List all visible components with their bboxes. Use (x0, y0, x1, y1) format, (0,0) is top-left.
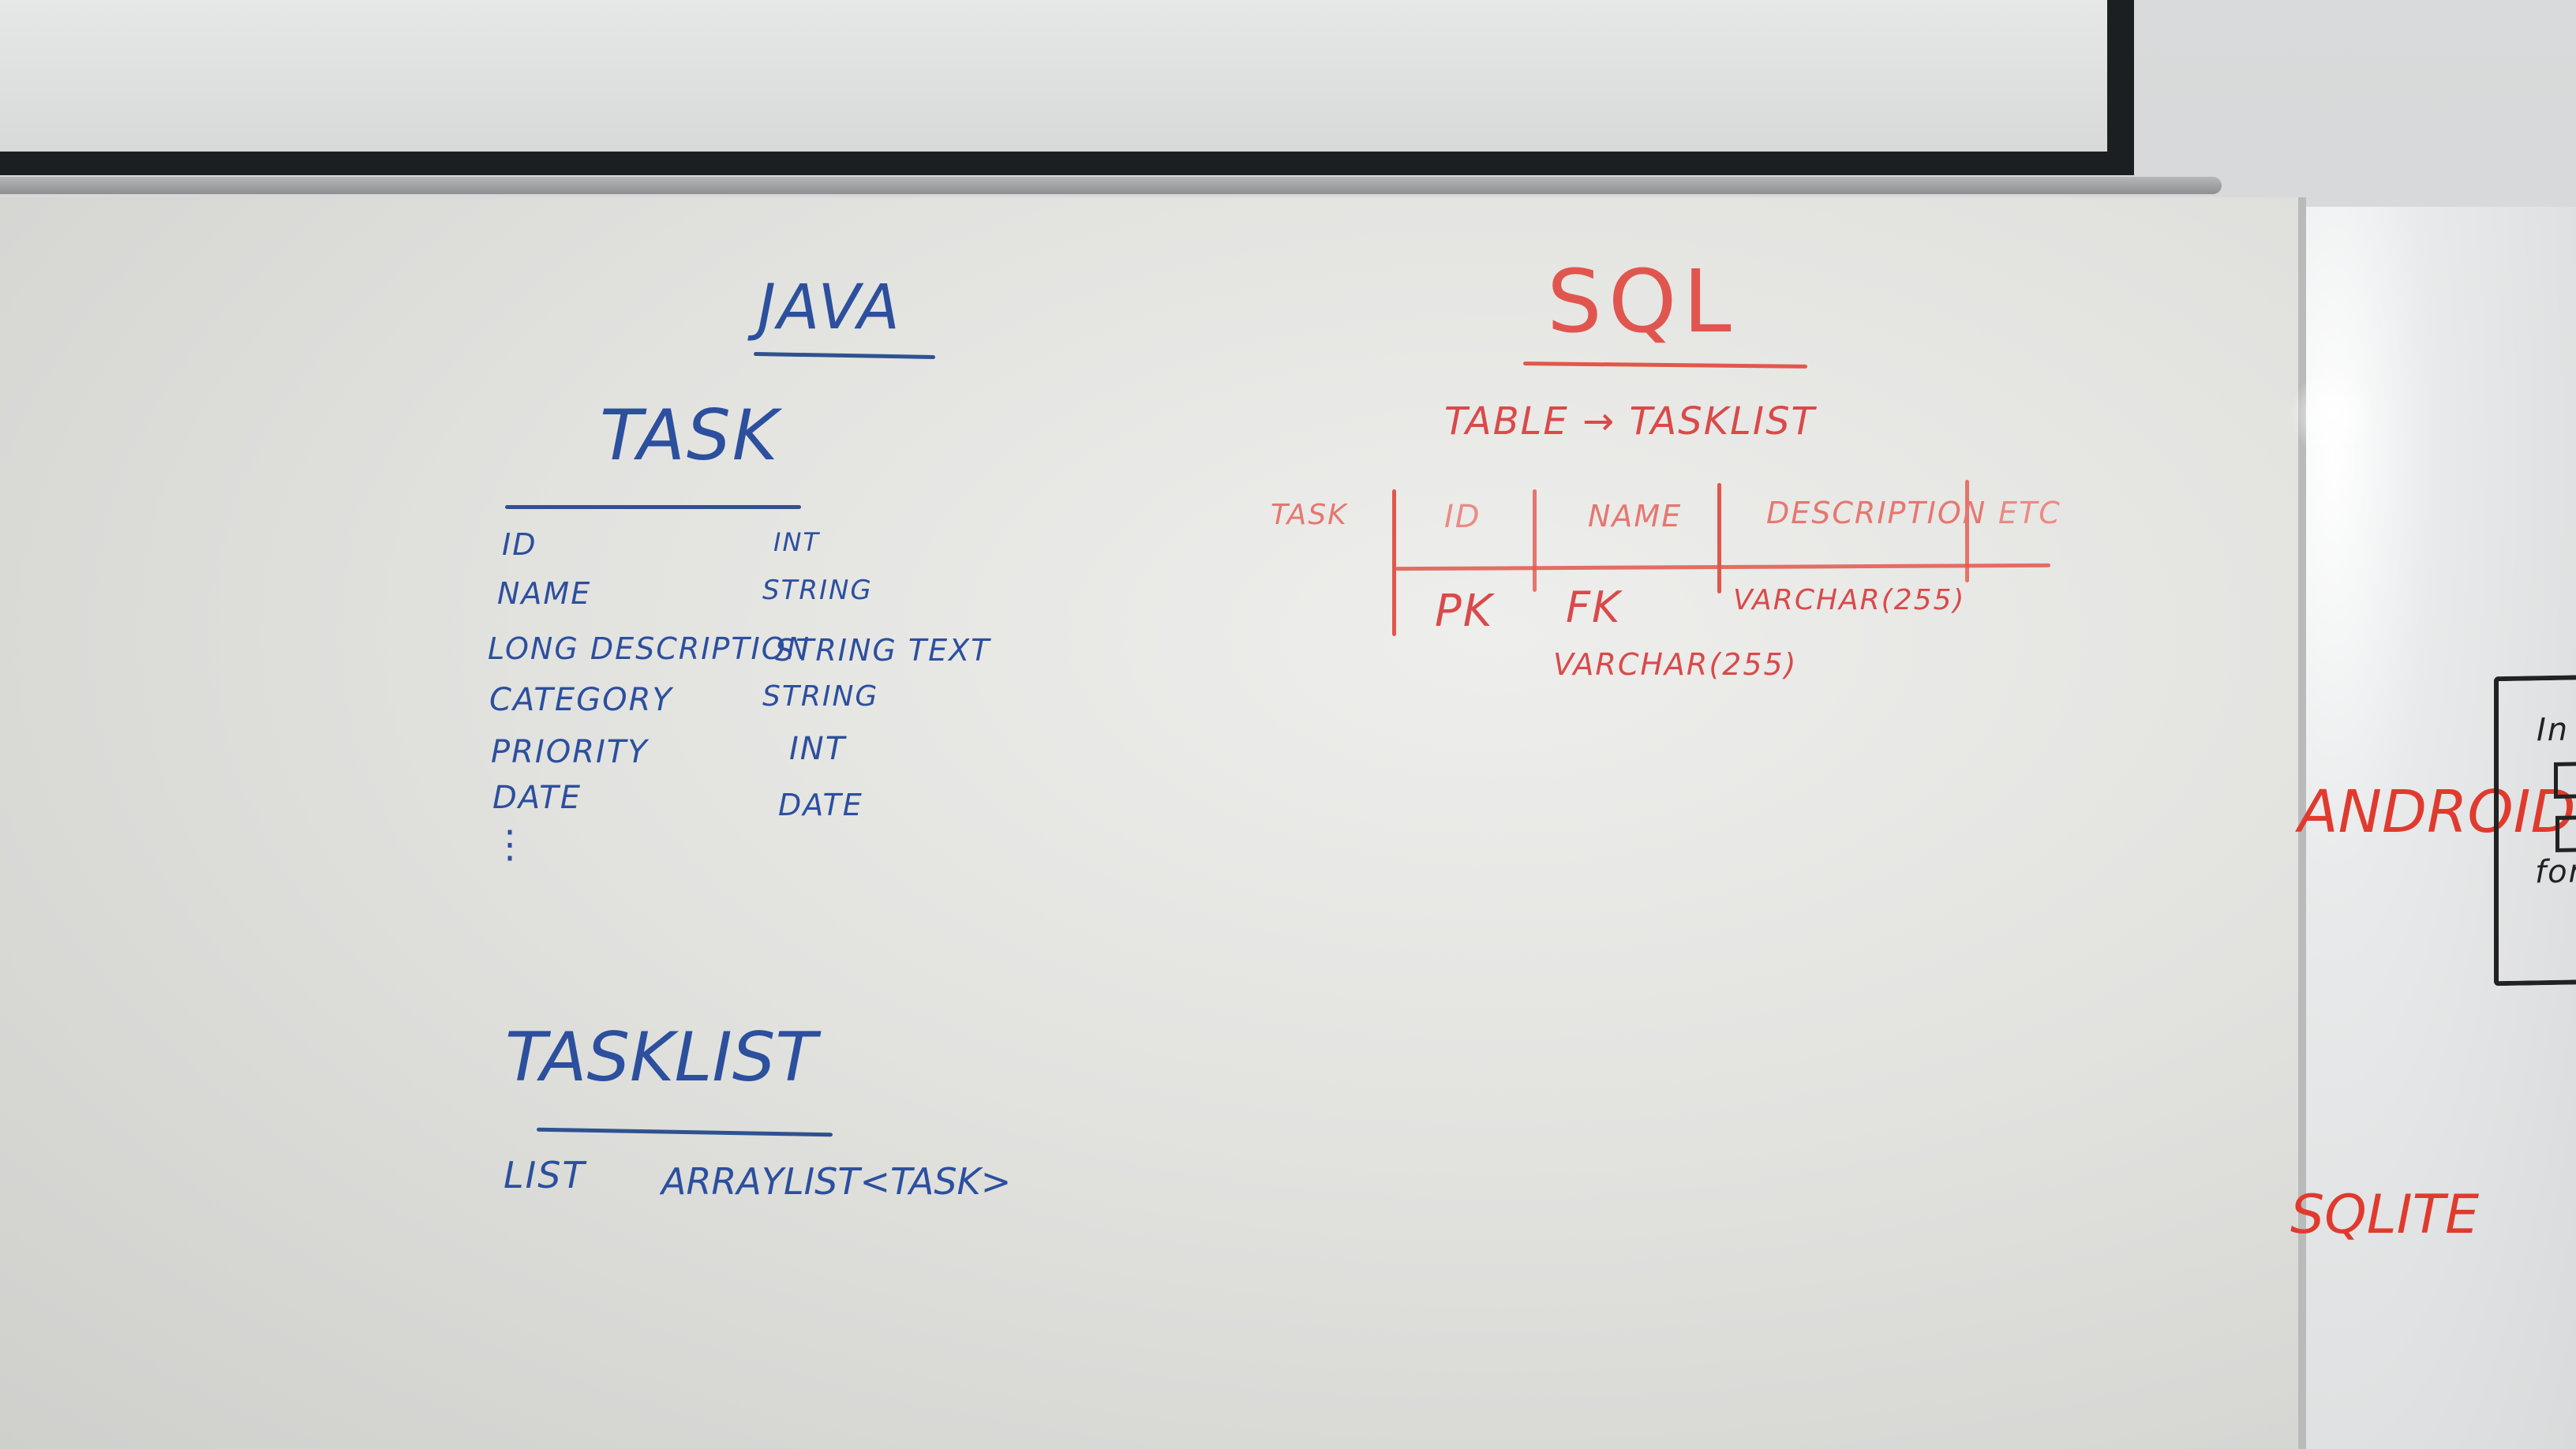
sql-column-header: DESCRIPTION (1766, 496, 1987, 530)
tasklist-class-title: TASKLIST (505, 1018, 817, 1097)
sql-heading: SQL (1547, 251, 1738, 352)
task-field-ellipsis: ⋮ (491, 822, 530, 867)
projector-screen (0, 0, 2134, 175)
sql-table-left-border (1392, 489, 1396, 636)
checkbox-icon (2554, 762, 2576, 799)
task-field-type: STRING (762, 575, 873, 606)
task-field-name: DATE (492, 780, 582, 816)
projector-screen-rail (0, 177, 2222, 194)
task-field-type: INT (773, 527, 820, 557)
sql-column-value: PK (1435, 586, 1494, 637)
task-field-type: DATE (778, 788, 863, 822)
task-field-name: LONG DESCRIPTION (488, 631, 811, 666)
task-field-type: STRING TEXT (775, 633, 991, 668)
sql-column-header: ID (1444, 499, 1481, 535)
checkbox-icon (2555, 815, 2576, 852)
sql-column-value: VARCHAR(255) (1733, 584, 1966, 616)
task-field-name: CATEGORY (489, 682, 673, 718)
sql-table-note: TABLE → TASKLIST (1444, 399, 1816, 444)
task-field-name: NAME (497, 576, 592, 611)
sqlite-label: SQLITE (2290, 1184, 2480, 1246)
ui-sketch: In for (2494, 674, 2576, 987)
whiteboard-main (0, 197, 2306, 1449)
light-glare (2289, 371, 2376, 458)
task-field-name: ID (502, 527, 537, 562)
task-field-type: STRING (762, 680, 879, 713)
tasklist-field-name: LIST (504, 1154, 586, 1196)
task-field-type: INT (789, 731, 847, 767)
java-heading: JAVA (758, 272, 901, 343)
task-class-underline (505, 505, 801, 509)
sql-column-header: ETC (1998, 496, 2061, 530)
sql-row-label: TASK (1271, 499, 1348, 531)
sql-table-divider (1965, 480, 1969, 582)
sql-column-value: FK (1566, 582, 1622, 632)
tasklist-field-type: ARRAYLIST<TASK> (661, 1160, 1012, 1203)
sql-table-divider (1717, 483, 1721, 593)
ui-sketch-text: for (2535, 853, 2576, 891)
android-label: ANDROID (2298, 778, 2576, 846)
sql-column-header: NAME (1588, 499, 1683, 534)
ui-sketch-text: In (2537, 711, 2570, 749)
sql-name-type: VARCHAR(255) (1553, 647, 1798, 682)
task-class-title: TASK (600, 395, 780, 476)
task-field-name: PRIORITY (491, 734, 649, 770)
sql-table-divider (1533, 489, 1537, 592)
